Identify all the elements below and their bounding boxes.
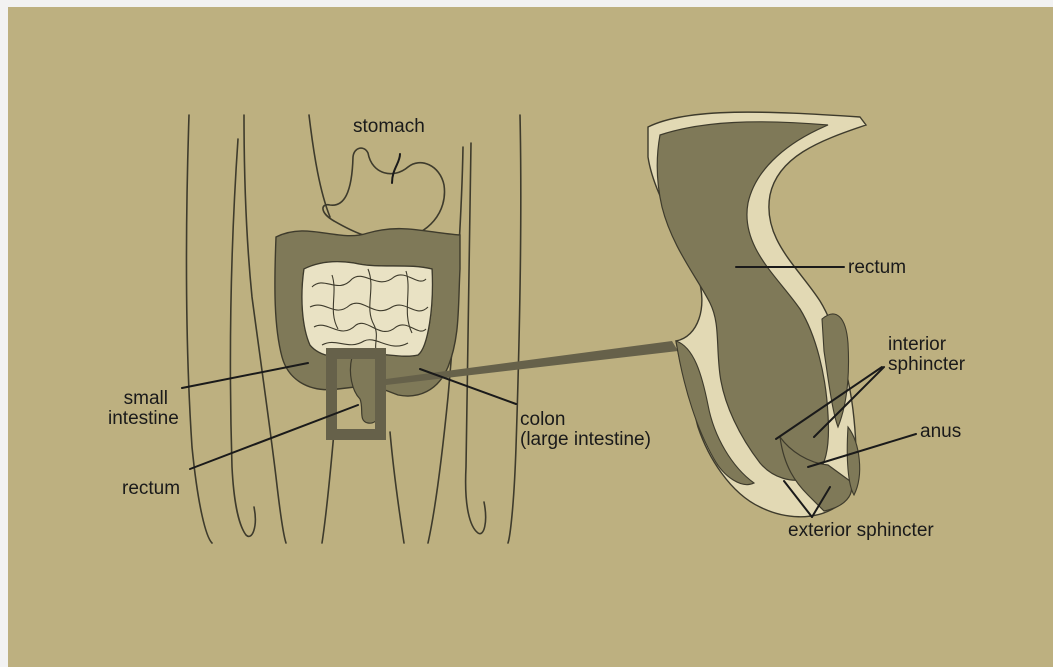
label-small-intestine: small intestine — [108, 389, 168, 429]
label-interior-sphincter: interior sphincter — [888, 335, 965, 375]
label-exterior-sphincter: exterior sphincter — [788, 521, 934, 541]
label-colon-line2: (large intestine) — [520, 430, 651, 450]
label-rectum-right: rectum — [848, 258, 906, 278]
label-small-intestine-line2: intestine — [108, 409, 168, 429]
label-stomach: stomach — [353, 117, 425, 137]
label-anus: anus — [920, 422, 961, 442]
label-rectum-left: rectum — [122, 479, 180, 499]
label-colon-line1: colon — [520, 410, 651, 430]
label-colon: colon (large intestine) — [520, 410, 651, 450]
label-interior-sphincter-line1: interior — [888, 335, 965, 355]
diagram-panel: stomach small intestine rectum colon (la… — [8, 7, 1053, 667]
label-small-intestine-line1: small — [108, 389, 168, 409]
label-interior-sphincter-line2: sphincter — [888, 355, 965, 375]
